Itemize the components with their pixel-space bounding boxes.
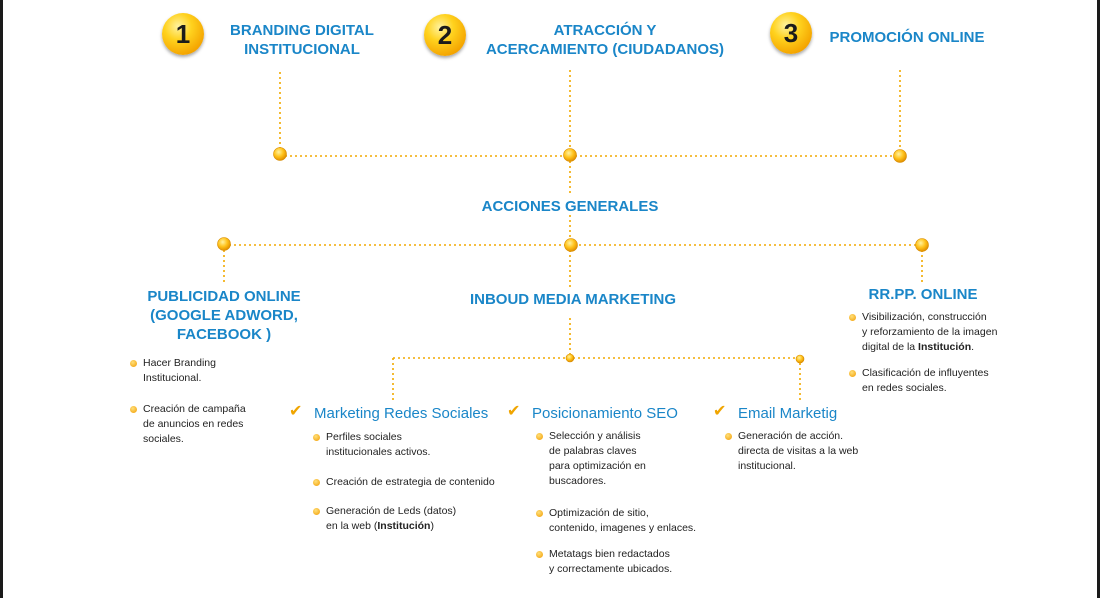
step-1-badge: 1 [162,13,204,55]
seo-item-text: Optimización de sitio, contenido, imagen… [549,507,697,534]
left-frame-edge [0,0,3,598]
redes-item-bold: Institución [377,520,431,532]
seo-item: Metatags bien redactados y correctamente… [536,547,673,577]
email-item-text: Generación de acción. directa de visitas… [738,430,859,472]
dot-bullet-icon [725,433,732,440]
node-dot [893,149,907,163]
rrpp-item-end: . [971,341,975,353]
step-3-badge: 3 [770,12,812,54]
dot-bullet-icon [130,360,137,367]
redes-item: Generación de Leds (datos) en la web (In… [313,504,457,534]
node-dot [273,147,287,161]
publicidad-title-line3: FACEBOOK ) [176,326,272,343]
publicidad-item-text: Hacer Branding Institucional. [143,357,216,384]
dot-bullet-icon [536,433,543,440]
email-title: Email Marketig [738,405,838,422]
check-icon: ✔ [289,403,303,420]
marketing-redes-title: Marketing Redes Sociales [314,405,489,422]
publicidad-item-text: Creación de campaña de anuncios en redes… [143,403,246,445]
node-dot [915,238,929,252]
redes-item: Perfiles sociales institucionales activo… [313,430,431,460]
dot-bullet-icon [536,551,543,558]
publicidad-title: PUBLICIDAD ONLINE (GOOGLE ADWORD, FACEBO… [114,287,334,344]
rrpp-item: Clasificación de influyentes en redes so… [849,366,989,396]
dot-bullet-icon [849,370,856,377]
publicidad-item: Hacer Branding Institucional. [130,356,216,386]
redes-item: Creación de estrategia de contenido [313,475,495,490]
rrpp-title: RR.PP. ONLINE [868,286,978,303]
step-2-title-line2: ACERCAMIENTO (CIUDADANOS) [485,41,725,58]
seo-item: Selección y análisis de palabras claves … [536,429,646,489]
step-2-title: ATRACCIÓN Y ACERCAMIENTO (CIUDADANOS) [470,21,740,59]
publicidad-title-line1: PUBLICIDAD ONLINE [147,288,301,305]
node-dot [563,148,577,162]
dot-bullet-icon [536,510,543,517]
right-frame-edge [1097,0,1100,598]
node-dot [795,354,805,364]
dot-bullet-icon [313,434,320,441]
step-2-title-line1: ATRACCIÓN Y [553,22,657,39]
redes-item-text: Generación de Leds (datos) en la web ( [326,505,457,532]
general-actions-title: ACCIONES GENERALES [481,198,659,215]
step-3-title-line1: PROMOCIÓN ONLINE [829,29,985,46]
dot-bullet-icon [849,314,856,321]
seo-title: Posicionamiento SEO [532,405,678,422]
publicidad-title-line2: (GOOGLE ADWORD, [150,307,298,324]
node-dot [217,237,231,251]
step-2-badge: 2 [424,14,466,56]
publicidad-item: Creación de campaña de anuncios en redes… [130,402,246,447]
node-dot [564,238,578,252]
step-1-title-line1: BRANDING DIGITAL [230,22,374,39]
seo-item-text: Metatags bien redactados y correctamente… [549,548,673,575]
dot-bullet-icon [313,508,320,515]
email-item: Generación de acción. directa de visitas… [725,429,859,474]
seo-item-text: Selección y análisis de palabras claves … [549,430,646,487]
step-1-title-line2: INSTITUCIONAL [244,41,360,58]
inbound-title: INBOUD MEDIA MARKETING [469,291,677,308]
step-3-title: PROMOCIÓN ONLINE [818,28,996,47]
rrpp-item: Visibilización, construcción y reforzami… [849,310,998,355]
node-dot [565,353,575,363]
redes-item-text: Creación de estrategia de contenido [326,476,495,488]
redes-item-close: ) [430,520,434,532]
check-icon: ✔ [507,403,521,420]
rrpp-item-bold: Institución [918,341,972,353]
check-icon: ✔ [713,403,727,420]
dot-bullet-icon [313,479,320,486]
step-1-title: BRANDING DIGITAL INSTITUCIONAL [212,21,392,59]
dot-bullet-icon [130,406,137,413]
seo-item: Optimización de sitio, contenido, imagen… [536,506,697,536]
rrpp-item-text: Visibilización, construcción y reforzami… [862,311,998,353]
redes-item-text: Perfiles sociales institucionales activo… [326,431,431,458]
rrpp-item-text: Clasificación de influyentes en redes so… [862,367,989,394]
